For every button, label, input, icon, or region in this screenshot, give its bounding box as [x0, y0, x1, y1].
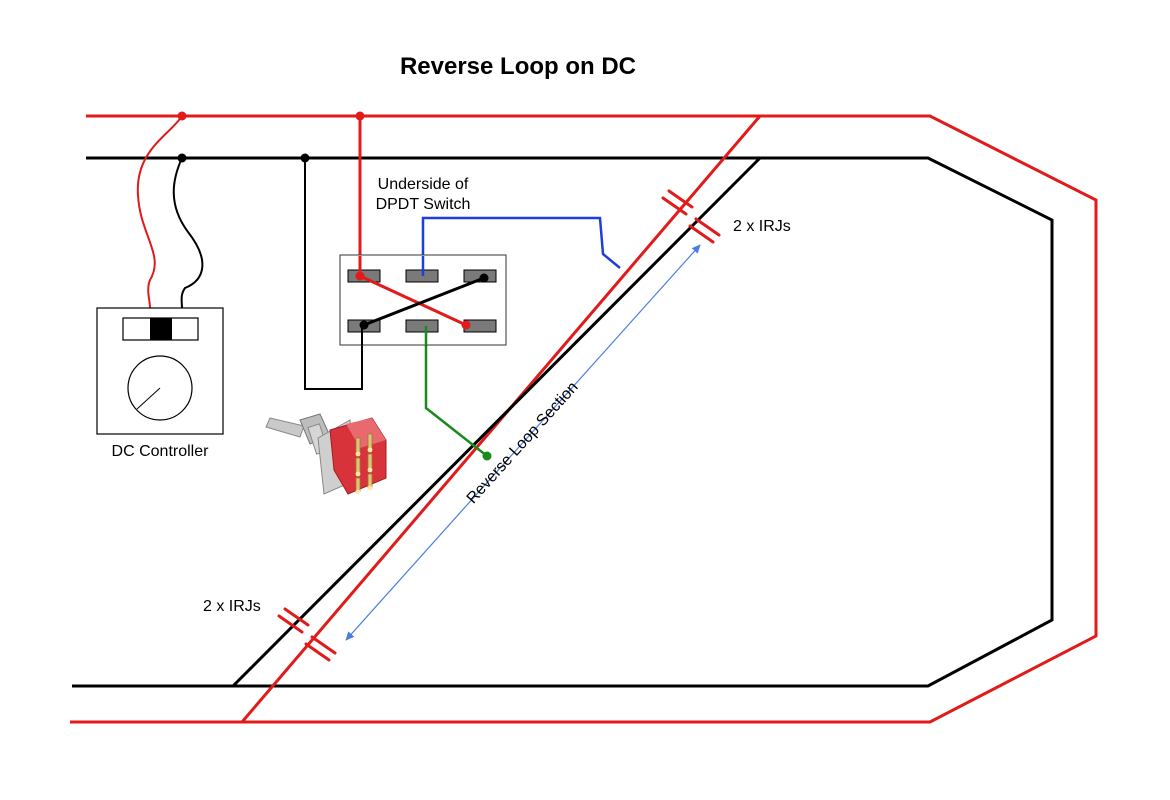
outer-red-rail	[70, 114, 1098, 724]
junction-green-loop	[482, 451, 492, 461]
switch-wiring-overlay	[358, 256, 485, 345]
junction-red-rail-feeder	[177, 111, 187, 121]
junction-terminal-top-right	[479, 273, 489, 283]
junction-red-rail-switch	[355, 111, 365, 121]
irj-top-label: 2 x IRJs	[733, 218, 791, 235]
black-lead-wire	[304, 158, 363, 390]
inner-black-rail	[72, 156, 1054, 688]
green-loop-wire	[424, 326, 488, 457]
diagram-title: Reverse Loop on DC	[400, 53, 636, 80]
blue-loop-wire	[421, 216, 621, 276]
switch-caption-line2: DPDT Switch	[376, 196, 471, 213]
junction-terminal-bottom-right	[461, 320, 471, 330]
track-rails	[70, 114, 1098, 724]
controller-feeders	[136, 115, 204, 309]
junction-terminal-bottom-left	[359, 320, 369, 330]
toggle-switch-photo-icon	[265, 413, 387, 495]
dc-controller-slider-knob	[150, 318, 172, 340]
dc-controller-dial-needle	[136, 387, 161, 410]
irj-top	[661, 189, 721, 244]
switch-caption-line1: Underside of	[378, 176, 469, 193]
junction-black-rail-feeder	[177, 153, 187, 163]
reverse-loop-section-arrow	[345, 244, 701, 641]
red-feeder-wire	[136, 115, 183, 309]
junction-terminal-top-left	[355, 271, 365, 281]
dc-controller-label: DC Controller	[112, 443, 210, 460]
junction-black-rail-switch	[300, 153, 310, 163]
irj-bottom	[277, 607, 337, 662]
terminal-bottom-center	[405, 319, 439, 333]
dc-controller	[96, 307, 224, 435]
black-feeder-wire	[172, 157, 204, 309]
irj-bottom-label: 2 x IRJs	[203, 598, 261, 615]
junction-dots	[177, 111, 492, 461]
